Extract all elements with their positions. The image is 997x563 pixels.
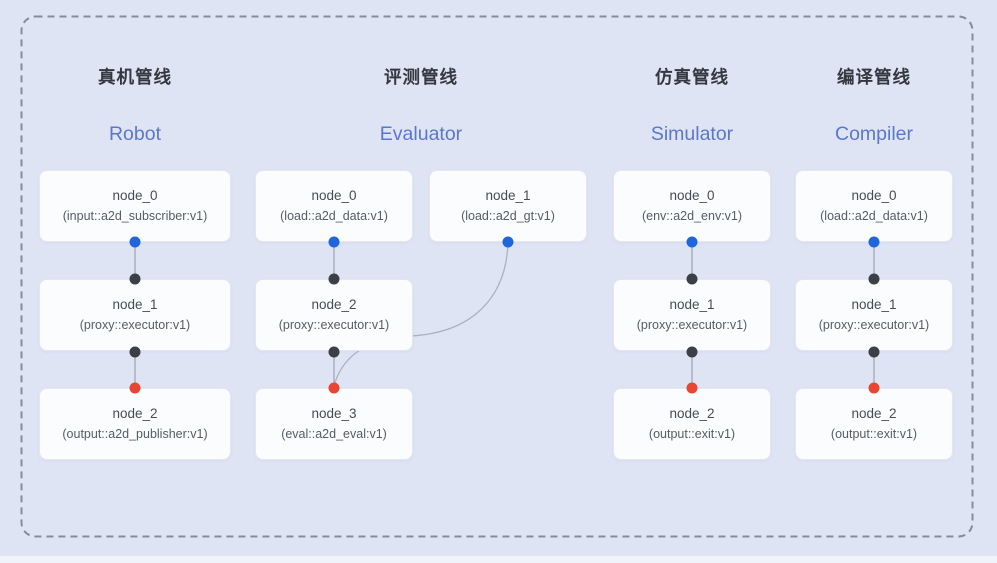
node-type: (proxy::executor:v1) bbox=[278, 318, 390, 332]
node-box-robot-node2: node_2 (output::a2d_publisher:v1) bbox=[39, 388, 231, 460]
pipeline-title-en-robot: Robot bbox=[108, 123, 162, 145]
node-box-evaluator-node2: node_2 (proxy::executor:v1) bbox=[255, 279, 413, 351]
node-type: (eval::a2d_eval:v1) bbox=[281, 427, 387, 441]
node-box-robot-node1: node_1 (proxy::executor:v1) bbox=[39, 279, 231, 351]
node-name: node_2 bbox=[851, 406, 897, 421]
node-box-simulator-node1: node_1 (proxy::executor:v1) bbox=[613, 279, 771, 351]
node-name: node_2 bbox=[311, 297, 357, 312]
pipeline-title-zh-compiler: 编译管线 bbox=[837, 67, 911, 87]
node-box-simulator-node2: node_2 (output::exit:v1) bbox=[613, 388, 771, 460]
node-name: node_0 bbox=[669, 188, 715, 203]
pipeline-title-zh-robot: 真机管线 bbox=[98, 67, 172, 87]
node-name: node_1 bbox=[112, 297, 158, 312]
node-type: (env::a2d_env:v1) bbox=[641, 209, 743, 223]
pipeline-title-zh-evaluator: 评测管线 bbox=[384, 67, 458, 87]
node-name: node_1 bbox=[669, 297, 715, 312]
node-type: (output::a2d_publisher:v1) bbox=[62, 427, 208, 441]
node-type: (output::exit:v1) bbox=[648, 427, 736, 441]
pipeline-title-en-compiler: Compiler bbox=[834, 123, 914, 145]
node-type: (proxy::executor:v1) bbox=[818, 318, 930, 332]
node-name: node_0 bbox=[112, 188, 158, 203]
node-name: node_1 bbox=[485, 188, 531, 203]
node-box-compiler-node1: node_1 (proxy::executor:v1) bbox=[795, 279, 953, 351]
node-type: (input::a2d_subscriber:v1) bbox=[62, 209, 208, 223]
node-box-evaluator-node1: node_1 (load::a2d_gt:v1) bbox=[429, 170, 587, 242]
node-type: (proxy::executor:v1) bbox=[636, 318, 748, 332]
node-type: (load::a2d_data:v1) bbox=[820, 209, 928, 223]
pipeline-title-zh-simulator: 仿真管线 bbox=[655, 67, 729, 87]
node-name: node_3 bbox=[311, 406, 357, 421]
node-type: (load::a2d_data:v1) bbox=[280, 209, 388, 223]
node-box-simulator-node0: node_0 (env::a2d_env:v1) bbox=[613, 170, 771, 242]
node-name: node_0 bbox=[311, 188, 357, 203]
node-type: (proxy::executor:v1) bbox=[79, 318, 191, 332]
pipeline-title-en-simulator: Simulator bbox=[650, 123, 734, 145]
node-box-robot-node0: node_0 (input::a2d_subscriber:v1) bbox=[39, 170, 231, 242]
node-name: node_0 bbox=[851, 188, 897, 203]
node-box-compiler-node2: node_2 (output::exit:v1) bbox=[795, 388, 953, 460]
node-name: node_2 bbox=[112, 406, 158, 421]
node-box-compiler-node0: node_0 (load::a2d_data:v1) bbox=[795, 170, 953, 242]
node-name: node_2 bbox=[669, 406, 715, 421]
node-box-evaluator-node0: node_0 (load::a2d_data:v1) bbox=[255, 170, 413, 242]
node-name: node_1 bbox=[851, 297, 897, 312]
node-box-evaluator-node3: node_3 (eval::a2d_eval:v1) bbox=[255, 388, 413, 460]
bottom-edge-strip bbox=[0, 556, 997, 563]
node-type: (output::exit:v1) bbox=[830, 427, 918, 441]
pipeline-title-en-evaluator: Evaluator bbox=[379, 123, 463, 145]
node-type: (load::a2d_gt:v1) bbox=[461, 209, 555, 223]
